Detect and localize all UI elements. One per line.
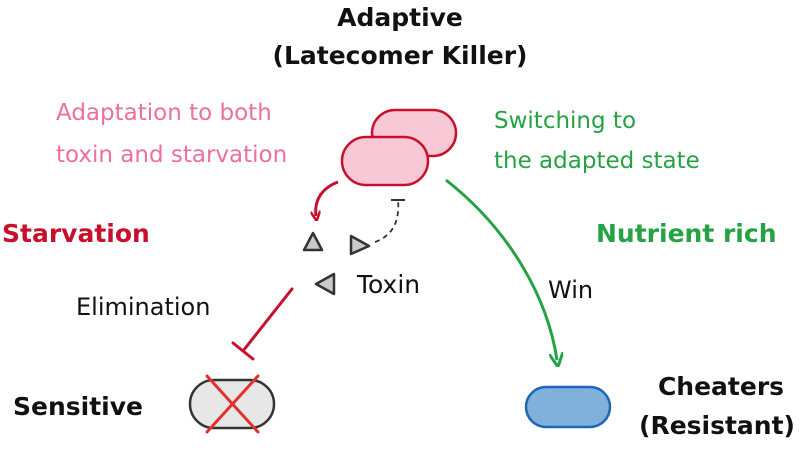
win-arrow <box>445 178 557 360</box>
toxin-label: Toxin <box>357 270 421 299</box>
adaptive-subtitle: (Latecomer Killer) <box>272 41 528 70</box>
nutrient-rich-label: Nutrient rich <box>596 219 777 248</box>
sensitive-label: Sensitive <box>13 392 143 421</box>
adaptive-title: Adaptive <box>337 3 463 32</box>
cheater-cell-icon <box>524 385 612 429</box>
elimination-inhibition-line <box>231 287 294 361</box>
resistant-label: (Resistant) <box>639 411 795 440</box>
starvation-label: Starvation <box>2 219 150 248</box>
toxin-resistance-dashed-line <box>374 199 405 243</box>
toxin-triangles-icon <box>302 231 371 296</box>
win-label: Win <box>548 276 594 304</box>
elimination-label: Elimination <box>76 293 211 321</box>
sensitive-cell-crossed-icon <box>188 374 276 434</box>
switching-text-line1: Switching to <box>494 108 637 134</box>
switching-text-line2: the adapted state <box>494 148 700 174</box>
adaptive-cells-icon <box>340 108 458 187</box>
adaptation-text-line1: Adaptation to both <box>56 100 272 126</box>
cheaters-label: Cheaters <box>657 372 785 401</box>
toxin-release-arrow <box>316 180 339 216</box>
adaptation-text-line2: toxin and starvation <box>56 142 288 168</box>
